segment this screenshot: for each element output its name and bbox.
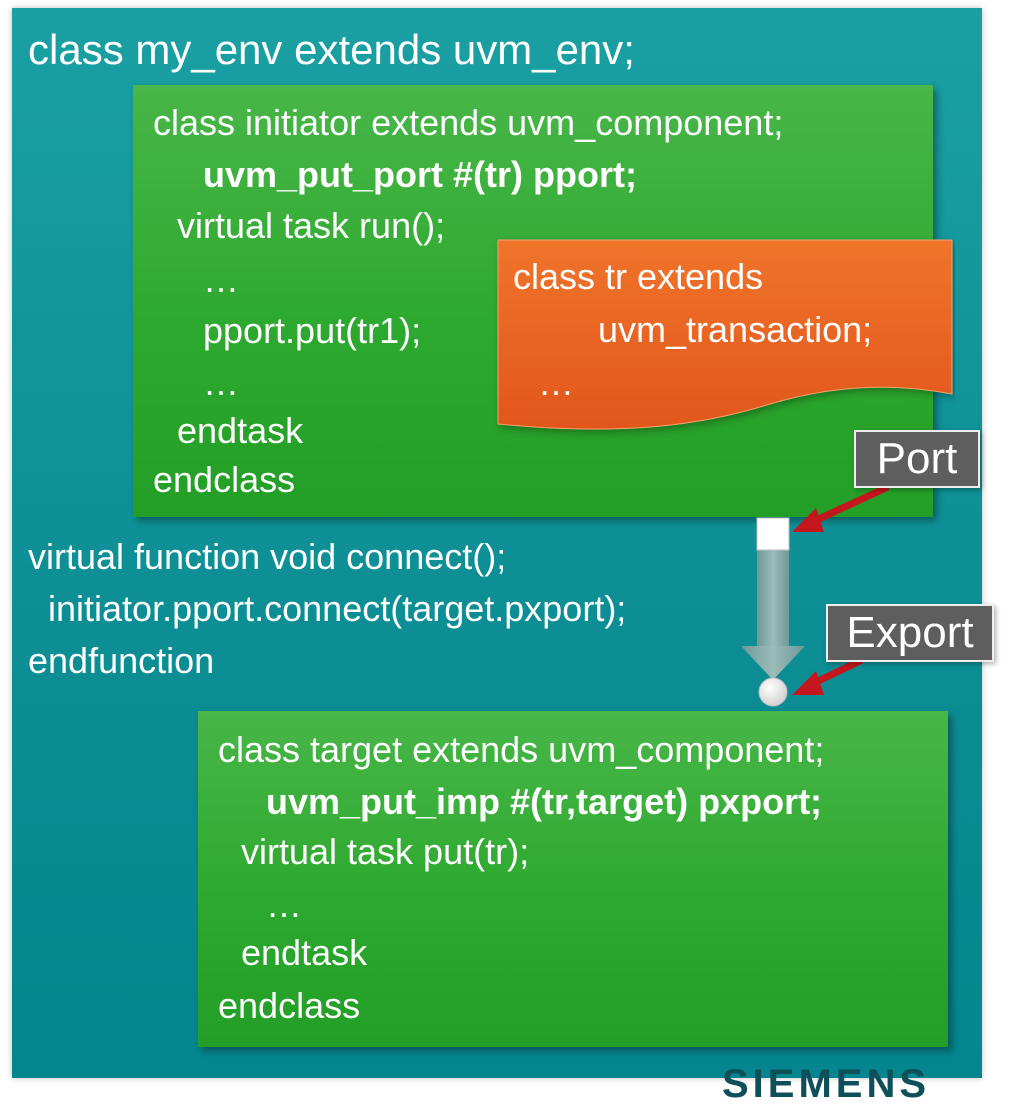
initiator-line-3: virtual task run();	[177, 205, 446, 246]
siemens-logo: SIEMENS	[722, 1062, 931, 1106]
port-label: Port	[854, 430, 980, 488]
target-line-4: …	[266, 884, 302, 925]
env-header: class my_env extends uvm_env;	[28, 26, 635, 73]
transaction-line-2: uvm_transaction;	[598, 309, 873, 350]
port-pointer-arrow	[792, 483, 890, 532]
target-line-3: virtual task put(tr);	[241, 831, 530, 872]
transaction-line-3: …	[538, 362, 574, 403]
initiator-line-1: class initiator extends uvm_component;	[153, 102, 784, 143]
initiator-line-8: endclass	[153, 459, 296, 500]
transaction-line-1: class tr extends	[513, 256, 764, 297]
transaction-box	[497, 239, 953, 430]
port-square	[756, 517, 790, 551]
target-line-1: class target extends uvm_component;	[218, 729, 825, 770]
export-circle	[758, 677, 788, 707]
target-line-6: endclass	[218, 985, 361, 1026]
connection-arrow	[741, 548, 805, 680]
export-pointer-arrow	[792, 656, 864, 695]
connect-line-1: virtual function void connect();	[28, 536, 507, 577]
connect-line-2: initiator.pport.connect(target.pxport);	[28, 588, 627, 629]
initiator-line-6: …	[203, 362, 239, 403]
initiator-line-5: pport.put(tr1);	[203, 310, 422, 351]
connection-graphics	[741, 483, 890, 707]
target-imp-declaration: uvm_put_imp #(tr,target) pxport;	[266, 781, 823, 822]
initiator-port-declaration: uvm_put_port #(tr) pport;	[203, 154, 637, 195]
target-box	[198, 711, 948, 1047]
initiator-line-7: endtask	[177, 410, 304, 451]
target-line-5: endtask	[241, 932, 368, 973]
initiator-line-4: …	[203, 259, 239, 300]
connect-line-3: endfunction	[28, 640, 215, 681]
export-label: Export	[826, 604, 994, 662]
